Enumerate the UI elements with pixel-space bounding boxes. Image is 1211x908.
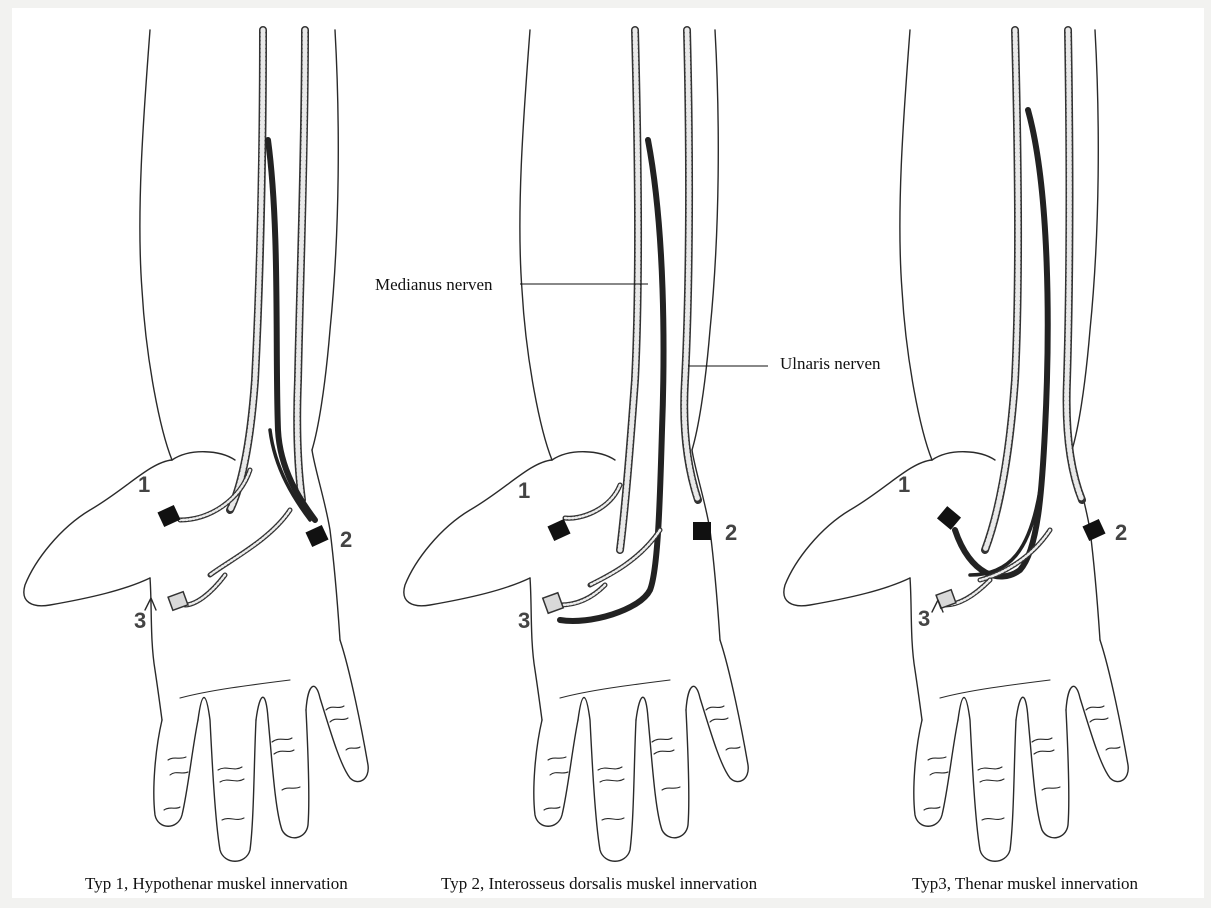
caption-typ2: Typ 2, Interosseus dorsalis muskel inner… [441,874,758,893]
marker-1: 1 [898,472,910,497]
ulnar-nerve-label: Ulnaris nerven [780,354,881,373]
marker-3: 3 [134,608,146,633]
panel-typ2: 1 2 3 [404,30,748,861]
caption-typ3: Typ3, Thenar muskel innervation [912,874,1139,893]
panel-typ3: 1 2 3 [784,30,1128,861]
marker-1: 1 [518,478,530,503]
marker-2: 2 [340,527,352,552]
marker-2: 2 [725,520,737,545]
marker-3: 3 [518,608,530,633]
panel-typ1: 1 2 3 [24,30,368,861]
median-nerve-label: Medianus nerven [375,275,493,294]
marker-3: 3 [918,606,930,631]
marker-2: 2 [1115,520,1127,545]
caption-typ1: Typ 1, Hypothenar muskel innervation [85,874,348,893]
marker-1: 1 [138,472,150,497]
